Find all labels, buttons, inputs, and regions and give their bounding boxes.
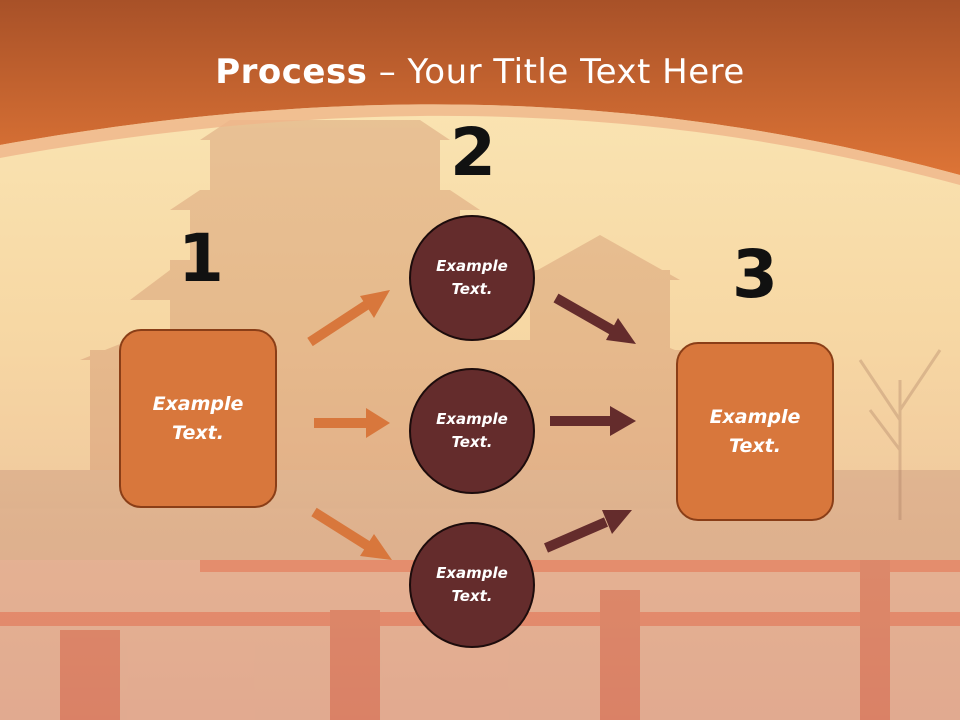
arrow-1-to-top — [307, 290, 390, 347]
arrow-1-to-bottom — [311, 507, 392, 560]
step-3-text: Example Text. — [709, 405, 801, 457]
step-2-circle-bottom[interactable]: Example Text. — [409, 522, 535, 648]
arrow-bottom-to-3 — [544, 510, 632, 553]
step-2-top-text: Example Text. — [436, 257, 508, 298]
step-1-box[interactable]: Example Text. — [119, 329, 277, 508]
arrow-top-to-3 — [553, 293, 636, 344]
step-2-bottom-text: Example Text. — [436, 564, 508, 605]
arrow-1-to-middle — [314, 408, 390, 438]
step-number-3: 3 — [732, 236, 778, 313]
step-number-2: 2 — [450, 114, 496, 191]
step-1-text: Example Text. — [152, 392, 244, 444]
title-bold: Process — [215, 52, 368, 92]
arrow-middle-to-3 — [550, 406, 636, 436]
slide-title: Process – Your Title Text Here — [0, 52, 960, 92]
header-accent-line — [0, 104, 960, 185]
step-2-middle-text: Example Text. — [436, 410, 508, 451]
trees-silhouette — [858, 349, 942, 520]
step-3-box[interactable]: Example Text. — [676, 342, 834, 521]
step-number-1: 1 — [178, 220, 224, 297]
title-rest: – Your Title Text Here — [367, 52, 745, 92]
step-2-circle-top[interactable]: Example Text. — [409, 215, 535, 341]
step-2-circle-middle[interactable]: Example Text. — [409, 368, 535, 494]
header-band — [0, 0, 960, 175]
